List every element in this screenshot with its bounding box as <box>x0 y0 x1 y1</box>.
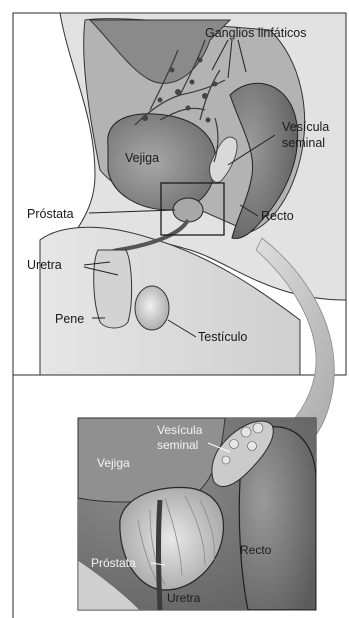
zoom-label-seminal-vesicle-2: seminal <box>157 438 198 452</box>
bottom-panel: Vesícula seminal Vejiga Próstata Recto U… <box>78 418 316 610</box>
label-rectum: Recto <box>261 209 294 223</box>
label-bladder: Vejiga <box>125 151 159 165</box>
zoom-label-rectum: Recto <box>240 543 272 557</box>
label-urethra: Uretra <box>27 258 62 272</box>
penis-shape <box>94 250 132 328</box>
testicle-shape <box>135 286 169 330</box>
label-prostate: Próstata <box>27 207 74 221</box>
zoom-label-seminal-vesicle-1: Vesícula <box>157 423 203 437</box>
label-testicle: Testículo <box>198 330 247 344</box>
label-seminal-vesicle-2: seminal <box>282 136 325 150</box>
top-panel: Ganglios linfáticos Vesícula seminal Vej… <box>13 13 346 375</box>
bladder-shape <box>108 114 216 210</box>
zoom-urethra-tube <box>159 500 161 610</box>
label-penis: Pene <box>55 312 84 326</box>
prostate-shape <box>173 198 203 222</box>
label-seminal-vesicle-1: Vesícula <box>282 120 329 134</box>
zoom-label-prostate: Próstata <box>91 556 136 570</box>
zoom-label-bladder: Vejiga <box>97 456 130 470</box>
label-lymph-nodes: Ganglios linfáticos <box>205 26 306 40</box>
zoom-label-urethra: Uretra <box>167 591 201 605</box>
